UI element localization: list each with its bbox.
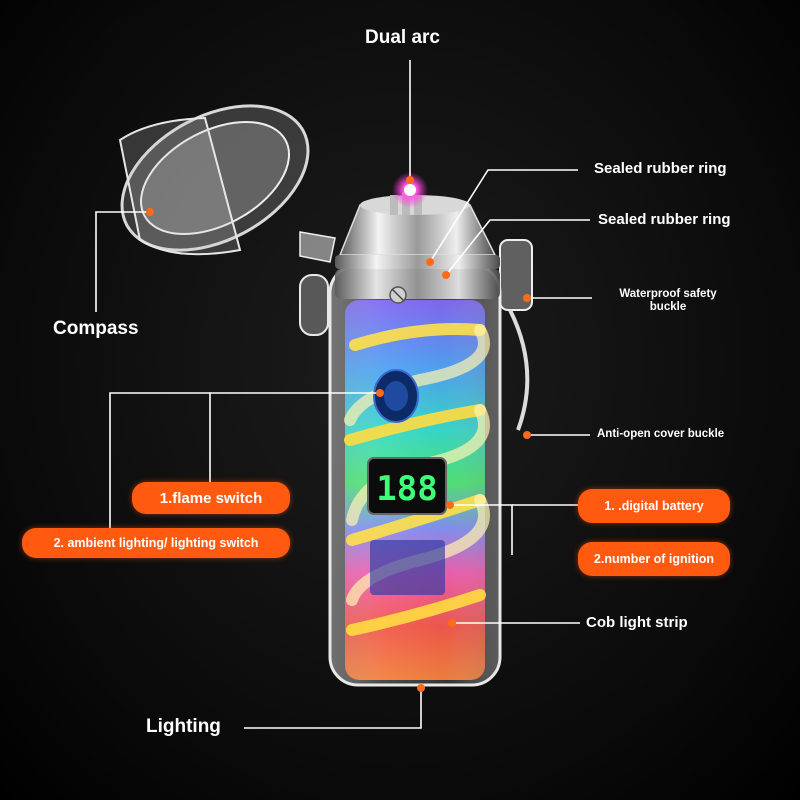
label-anti-open-cover-buckle: Anti-open cover buckle [597,428,725,440]
pill-number-of-ignition: 2.number of ignition [578,542,730,576]
label-cob-light-strip: Cob light strip [586,614,688,631]
lid [118,104,336,263]
label-compass: Compass [53,318,139,339]
pill-flame-switch: 1.flame switch [132,482,290,514]
label-waterproof-line2: buckle [649,301,687,314]
label-sealed-rubber-ring-1: Sealed rubber ring [594,160,727,177]
digital-display: 188 [367,457,447,515]
callout-dots [146,176,531,692]
pill-ambient-lighting-switch: 2. ambient lighting/ lighting switch [22,528,290,558]
label-waterproof-line1: Waterproof safety [619,288,717,300]
display-digits: 188 [376,469,437,509]
label-waterproof-safety-buckle: Waterproof safety buckle [605,288,731,314]
leader-lines [95,60,592,729]
pill-digital-battery: 1. .digital battery [578,489,730,523]
label-lighting: Lighting [146,716,221,737]
label-dual-arc: Dual arc [365,27,440,48]
label-sealed-rubber-ring-2: Sealed rubber ring [598,211,731,228]
switch-button-icon [373,369,419,423]
battery-block [370,540,445,595]
